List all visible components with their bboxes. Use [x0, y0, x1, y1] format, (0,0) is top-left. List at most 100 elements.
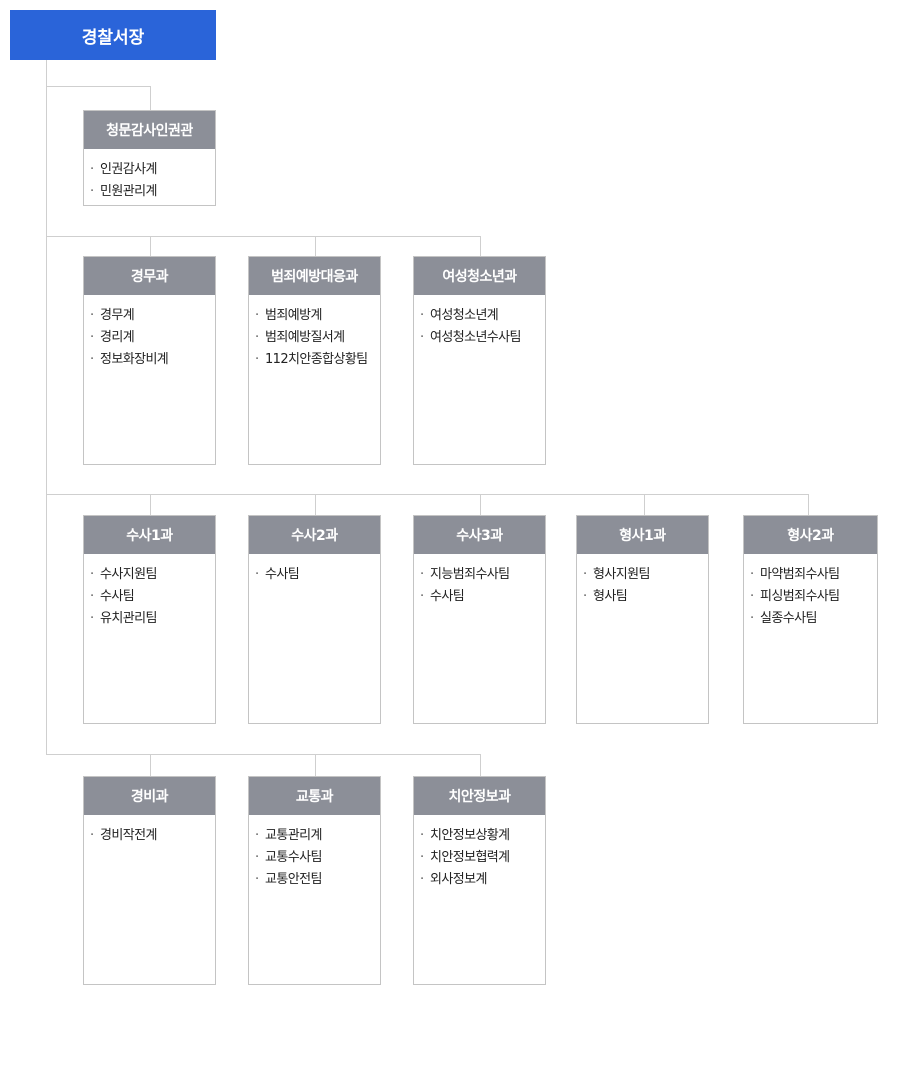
unit-items: · 경무계 ·경리계·정보화장비계 — [84, 295, 215, 371]
unit-item-label: 경비작전계 — [100, 828, 157, 843]
bullet-dot-icon: · — [420, 330, 424, 345]
unit-title: 수사1과 — [84, 516, 215, 554]
bullet-dot-icon: · — [583, 589, 587, 604]
bullet-dot-icon: · — [255, 330, 259, 345]
unit-item-label: 실종수사팀 — [760, 611, 817, 626]
drop-line — [315, 236, 316, 257]
bullet-dot-icon: · — [255, 308, 259, 323]
unit-item-label: 범죄예방질서계 — [265, 330, 345, 345]
unit-item-label: 유치관리팀 — [100, 611, 157, 626]
unit-item: · 경무계 — [90, 305, 215, 327]
drop-line — [480, 494, 481, 516]
unit-item-label: 형사팀 — [593, 589, 628, 604]
bullet-dot-icon: · — [255, 872, 259, 887]
drop-line — [150, 494, 151, 516]
bullet-dot-icon: · — [255, 352, 259, 367]
unit-items: ·교통관리계 · 교통수사팀 · 교통안전팀 — [249, 815, 380, 891]
unit-items: · 마약범죄수사팀·피싱범죄수사팀 · 실종수사팀 — [744, 554, 877, 630]
unit-item-label: 외사정보계 — [430, 872, 487, 887]
bullet-dot-icon: · — [90, 611, 94, 626]
unit-item: · 수사팀 — [255, 564, 380, 586]
unit-item-label: 지능범죄수사팀 — [430, 567, 510, 582]
unit-box-admin: 경무과 · 경무계 ·경리계·정보화장비계 — [83, 256, 216, 465]
bullet-dot-icon: · — [90, 330, 94, 345]
bullet-dot-icon: · — [90, 589, 94, 604]
unit-item: · 수사팀 — [90, 586, 215, 608]
branch-line-row3 — [46, 494, 809, 495]
unit-item: · 마약범죄수사팀 — [750, 564, 877, 586]
bullet-dot-icon: · — [420, 567, 424, 582]
unit-title: 수사3과 — [414, 516, 545, 554]
unit-item-label: 치안정보상황계 — [430, 828, 510, 843]
branch-line-row1 — [46, 86, 151, 87]
unit-item: ·피싱범죄수사팀 — [750, 586, 877, 608]
unit-item: · 교통안전팀 — [255, 869, 380, 891]
unit-items: ·수사지원팀·수사팀·유치관리팀 — [84, 554, 215, 630]
unit-items: · 형사지원팀 · 형사팀 — [577, 554, 708, 608]
unit-item-label: 교통안전팀 — [265, 872, 322, 887]
unit-title: 여성청소년과 — [414, 257, 545, 295]
unit-item-label: 민원관리계 — [100, 184, 157, 199]
drop-line — [480, 754, 481, 777]
unit-item: ·경리계 — [90, 327, 215, 349]
unit-item: · 범죄예방질서계 — [255, 327, 380, 349]
unit-item-label: 수사팀 — [265, 567, 300, 582]
unit-item-label: 형사지원팀 — [593, 567, 650, 582]
unit-items: ·범죄예방계·범죄예방질서계·112치안종합상황팀 — [249, 295, 380, 371]
unit-item-label: 112치안종합상황팀 — [265, 352, 368, 367]
unit-item-label: 피싱범죄수사팀 — [760, 589, 840, 604]
unit-title: 청문감사인권관 — [84, 111, 215, 149]
unit-title: 치안정보과 — [414, 777, 545, 815]
unit-box-investigation-3: 수사3과 · 지능범죄수사팀 ·수사팀 — [413, 515, 546, 724]
unit-item: ·교통관리계 — [255, 825, 380, 847]
unit-item: · 유치관리팀 — [90, 608, 215, 630]
drop-line — [315, 754, 316, 777]
bullet-dot-icon: · — [90, 308, 94, 323]
drop-line — [644, 494, 645, 516]
drop-line — [480, 236, 481, 257]
unit-item-label: 수사팀 — [430, 589, 465, 604]
unit-item: ·치안정보협력계 — [420, 847, 545, 869]
bullet-dot-icon: · — [420, 828, 424, 843]
drop-line — [150, 86, 151, 110]
unit-box-crime-prevention: 범죄예방대응과 ·범죄예방계·범죄예방질서계·112치안종합상황팀 — [248, 256, 381, 465]
unit-items: · 수사팀 — [249, 554, 380, 586]
unit-title: 경무과 — [84, 257, 215, 295]
unit-box-women-youth: 여성청소년과 · 여성청소년계 ·여성청소년수사팀 — [413, 256, 546, 465]
unit-box-investigation-2: 수사2과 · 수사팀 — [248, 515, 381, 724]
unit-items: ·인권감사계 · 민원관리계 — [84, 149, 215, 203]
unit-title: 교통과 — [249, 777, 380, 815]
unit-item: ·수사팀 — [420, 586, 545, 608]
unit-item-label: 치안정보협력계 — [430, 850, 510, 865]
unit-items: ·치안정보상황계·치안정보협력계·외사정보계 — [414, 815, 545, 891]
unit-item-label: 경무계 — [100, 308, 135, 323]
bullet-dot-icon: · — [750, 567, 754, 582]
branch-line-row4 — [46, 754, 481, 755]
unit-item-label: 마약범죄수사팀 — [760, 567, 840, 582]
unit-item-label: 여성청소년계 — [430, 308, 499, 323]
unit-box-criminal-2: 형사2과 ·마약범죄수사팀·피싱범죄수사팀·실종수사팀 — [743, 515, 878, 724]
trunk-line — [46, 60, 47, 755]
unit-box-investigation-1: 수사1과 ·수사지원팀·수사팀·유치관리팀 — [83, 515, 216, 724]
unit-item: ·인권감사계 — [90, 159, 215, 181]
chief-title: 경찰서장 — [81, 27, 145, 48]
unit-item-label: 교통관리계 — [265, 828, 322, 843]
unit-item-label: 수사팀 — [100, 589, 135, 604]
unit-box-security: 경비과 ·경비작전계 — [83, 776, 216, 985]
bullet-dot-icon: · — [255, 850, 259, 865]
unit-title: 수사2과 — [249, 516, 380, 554]
unit-item: ·정보화장비계 — [90, 349, 215, 371]
bullet-dot-icon: · — [90, 184, 94, 199]
unit-title: 형사1과 — [577, 516, 708, 554]
unit-item: · 형사팀 — [583, 586, 708, 608]
bullet-dot-icon: · — [255, 567, 259, 582]
unit-box-traffic: 교통과 ·교통관리계 · 교통수사팀 · 교통안전팀 — [248, 776, 381, 985]
unit-item-label: 교통수사팀 — [265, 850, 322, 865]
bullet-dot-icon: · — [420, 308, 424, 323]
unit-title: 범죄예방대응과 — [249, 257, 380, 295]
unit-item: · 지능범죄수사팀 — [420, 564, 545, 586]
drop-line — [150, 236, 151, 257]
unit-item: ·범죄예방계 — [255, 305, 380, 327]
unit-item-label: 수사지원팀 — [100, 567, 157, 582]
unit-item: ·여성청소년수사팀 — [420, 327, 545, 349]
